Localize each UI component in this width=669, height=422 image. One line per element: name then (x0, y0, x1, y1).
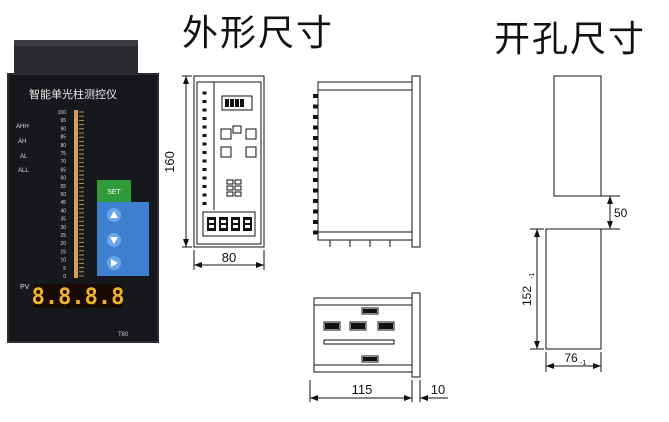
scale-label: 40 (60, 208, 66, 214)
cutout-height-label: 152 (520, 286, 534, 306)
side-terminal (313, 115, 318, 119)
bottom-bezel (411, 292, 421, 378)
pv-label: PV (20, 284, 30, 291)
side-terminal (313, 188, 318, 193)
scale-label: 15 (60, 249, 66, 255)
front-scale-tick (202, 185, 207, 188)
side-terminal (313, 167, 318, 172)
alarm-label: ALL (18, 168, 29, 174)
front-scale-tick (202, 134, 207, 137)
alarm-label: AH (18, 139, 26, 145)
side-terminal (313, 157, 318, 161)
side-terminal (313, 146, 318, 151)
scale-label: 20 (60, 241, 66, 247)
side-terminal (313, 230, 318, 235)
up-button[interactable] (107, 208, 121, 222)
down-button[interactable] (107, 233, 121, 247)
right-arrow-icon (111, 259, 118, 267)
cutout-gap-label: 50 (614, 206, 628, 220)
front-height-label: 160 (162, 151, 177, 173)
scale-label: 5 (63, 266, 66, 272)
pv-display (34, 284, 122, 308)
scale-label: 65 (60, 167, 66, 173)
front-main-display (202, 211, 256, 237)
front-scale-tick (202, 193, 207, 197)
front-scale-tick (202, 176, 207, 180)
front-scale-tick (202, 202, 207, 205)
front-scale-tick (202, 159, 207, 163)
scale-label: 35 (60, 217, 66, 223)
side-terminal (313, 209, 318, 214)
side-terminal (313, 178, 318, 182)
front-scale-tick (202, 151, 207, 154)
scale-label: 0 (63, 274, 66, 280)
side-terminal (313, 220, 318, 224)
cutout-lower (545, 228, 602, 350)
arrow-keypad (97, 202, 149, 276)
scale-label: 85 (60, 135, 66, 141)
side-terminal (313, 125, 318, 130)
device-title: 智能单光柱测控仪 (29, 87, 117, 101)
alarm-labels: AHH AH AL ALL (16, 124, 29, 174)
outline-dimensions-heading: 外形尺寸 (182, 13, 335, 54)
scale-label: 100 (58, 110, 67, 116)
bottom-bezel-label: 10 (431, 382, 445, 397)
cutout-upper (553, 75, 602, 197)
bargraph-scale: 1009590858075706560555045403530252015105… (58, 110, 67, 280)
bargraph-ticks (79, 111, 84, 277)
bottom-depth-label: 115 (352, 382, 373, 397)
set-button-label: SET (107, 189, 121, 196)
set-button[interactable] (97, 180, 131, 202)
side-terminal (313, 199, 318, 203)
side-terminal (313, 136, 318, 140)
cutout-dimensions-heading: 开孔尺寸 (494, 19, 647, 60)
shift-button[interactable] (107, 256, 121, 270)
front-width-label: 80 (222, 250, 236, 265)
alarm-label: AHH (16, 124, 29, 130)
scale-label: 55 (60, 184, 66, 190)
side-bezel (411, 75, 421, 248)
scale-label: 25 (60, 233, 66, 239)
front-small-display (221, 95, 253, 111)
front-scale-tick (202, 142, 207, 146)
cutout-width-label: 76 (564, 351, 578, 365)
scale-label: 45 (60, 200, 66, 206)
side-terminal (313, 104, 318, 109)
scale-label: 60 (60, 176, 66, 182)
scale-label: 95 (60, 118, 66, 124)
side-terminal (313, 94, 318, 98)
front-scale-tick (202, 117, 207, 120)
pv-display-value: 8.8.8.8 (32, 285, 125, 310)
model-label: T80 (118, 332, 129, 338)
bargraph-bar (74, 110, 78, 278)
down-arrow-icon (110, 237, 118, 244)
front-scale-tick (202, 91, 207, 95)
scale-label: 10 (60, 258, 66, 264)
front-scale-tick (202, 100, 207, 103)
up-arrow-icon (110, 211, 118, 218)
alarm-label: AL (20, 154, 28, 160)
scale-label: 75 (60, 151, 66, 157)
cutout-width-tolerance: -1 (580, 360, 586, 367)
scale-label: 70 (60, 159, 66, 165)
scale-label: 30 (60, 225, 66, 231)
front-outline (193, 75, 265, 248)
scale-label: 80 (60, 143, 66, 149)
front-scale-tick (202, 168, 207, 171)
scale-label: 90 (60, 126, 66, 132)
front-scale-tick (202, 108, 207, 112)
front-scale-tick (202, 125, 207, 129)
scale-label: 50 (60, 192, 66, 198)
cutout-height-tolerance: -1 (529, 273, 536, 279)
